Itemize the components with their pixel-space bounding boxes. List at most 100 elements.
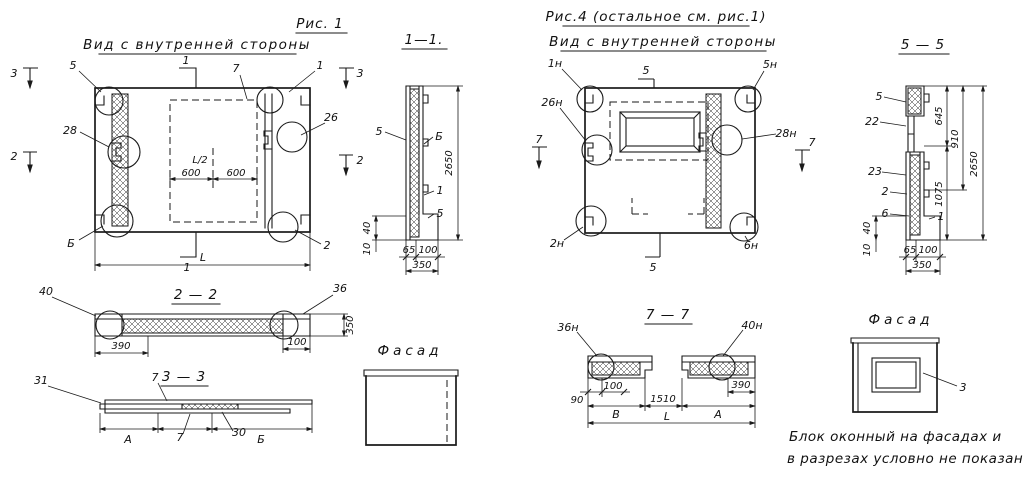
mid-joints: [111, 130, 273, 162]
section-3-3-title: 3 — 3: [162, 369, 206, 385]
dim-350: 350: [345, 315, 356, 334]
detail-circle: [581, 134, 613, 166]
section-5-5-title: 5 — 5: [901, 37, 945, 53]
right-rib: [264, 93, 273, 229]
callout-3: 3: [960, 381, 967, 394]
detail-circle: [276, 121, 308, 153]
callout-28: 28: [63, 124, 77, 137]
fig4-header: Рис.4 (остальное см. рис.1) Вид с внутре…: [546, 9, 777, 52]
callout-b: Б: [67, 237, 75, 250]
right-hatch: [689, 361, 749, 376]
callout-leaders: [78, 70, 326, 245]
callout-7-bottom: 7: [177, 431, 184, 444]
insulation-hatch: [181, 403, 239, 410]
detail-circle: [587, 353, 615, 381]
detail-circle: [107, 135, 141, 169]
dim-ticks: [902, 253, 944, 261]
dim-a: А: [123, 433, 132, 446]
opening-dashed: [169, 99, 258, 223]
dim-ticks: [584, 388, 628, 396]
facade-outline: [852, 342, 938, 413]
note-line-2: в разрезах условно не показан: [787, 451, 1023, 467]
callout-leaders: [559, 68, 777, 242]
callout-leaders: [879, 96, 936, 220]
cut1-label-bottom: 1: [184, 261, 191, 274]
detail-circle: [256, 86, 284, 114]
dim-390: 390: [731, 380, 750, 391]
dim-10: 10: [362, 243, 373, 256]
callout-2: 2: [882, 185, 889, 198]
fig1-plan-view: 600 600 L/2 5 7 1 28 26 Б 2 3 3 2 2 1 1 …: [11, 54, 364, 274]
dim-v: В: [612, 408, 620, 421]
facade-window-inner: [875, 361, 917, 389]
cut2-label-left: 2: [11, 150, 18, 163]
facade-top-band: [850, 337, 940, 344]
callout-2n: 2н: [550, 237, 564, 250]
dim-350-ext: [310, 313, 348, 337]
section-7-7-title: 7 — 7: [646, 307, 690, 323]
left-hatch: [591, 361, 641, 376]
dim-65: 65: [403, 245, 416, 256]
fig4-section-7-7: 7 — 7 36н 40н 90 100 390 В 1510 А L: [557, 307, 763, 428]
top-hook: [923, 93, 930, 103]
callout-1: 1: [317, 59, 324, 72]
wall-top-block: [905, 85, 925, 117]
cut5-label-top: 5: [643, 64, 650, 77]
detail-circle: [269, 310, 299, 340]
footnote: Блок оконный на фасадах и в разрезах усл…: [787, 429, 1023, 467]
fig4-subtitle: Вид с внутренней стороны: [549, 34, 777, 50]
window-corner-marks: [619, 111, 701, 153]
joint-hooks: [422, 94, 429, 193]
opening-dashed: [609, 101, 709, 161]
facade-top-band: [363, 369, 459, 377]
fig1-title: Рис. 1: [296, 16, 344, 32]
dim-390: 390: [111, 341, 130, 352]
dim-2650: 2650: [969, 151, 980, 176]
mid-joints: [584, 132, 707, 162]
window-opening-outer: [619, 111, 701, 153]
detail-circle: [576, 85, 604, 113]
fig1-header: Рис. 1 Вид с внутренней стороны: [83, 16, 348, 55]
window-opening-inner: [625, 117, 695, 147]
cut7-label-left: 7: [536, 133, 543, 146]
corner-joints: [584, 94, 756, 226]
callout-leaders: [576, 329, 744, 357]
cut1-marks: [179, 67, 197, 258]
dim-600-a: 600: [181, 168, 200, 179]
callout-5-top: 5: [376, 125, 383, 138]
dim-10: 10: [862, 244, 873, 257]
callout-26n: 26н: [541, 96, 562, 109]
cut2-label-right: 2: [357, 154, 364, 167]
callout-28n: 28н: [775, 127, 796, 140]
insulation-hatch: [121, 318, 284, 334]
fig1-subtitle: Вид с внутренней стороны: [83, 37, 311, 53]
panel-outline: [94, 87, 311, 233]
dim-65: 65: [904, 245, 917, 256]
fig1-section-1-1: 1—1. 5 Б 1 5 2650 40 10 65 100 350: [362, 32, 463, 275]
facade-title: Фасад: [869, 312, 934, 328]
callout-1: 1: [437, 184, 444, 197]
callout-leaders: [47, 382, 234, 435]
fig1-section-3-3: 3 — 3 31 7 7 30 А Б: [34, 369, 313, 446]
dim-total-l: L: [664, 410, 670, 423]
callout-31: 31: [34, 374, 48, 387]
callout-leader: [922, 372, 958, 387]
dim-b: Б: [257, 433, 265, 446]
note-line-1: Блок оконный на фасадах и: [789, 429, 1002, 445]
cut-mark-bars: [23, 67, 354, 156]
dim-half-l: L/2: [192, 155, 207, 166]
insulation-hatch: [409, 88, 420, 238]
detail-circle: [95, 310, 125, 340]
top-hatch: [907, 87, 922, 115]
detail-circle: [711, 124, 743, 156]
callout-36: 36: [333, 282, 347, 295]
fig4-facade: Фасад 3: [850, 312, 967, 413]
callout-26: 26: [324, 111, 338, 124]
dim-1075: 1075: [934, 181, 945, 206]
callout-5: 5: [876, 90, 883, 103]
callout-2: 2: [324, 239, 331, 252]
dim-l-ext: [587, 411, 756, 428]
callout-7: 7: [233, 62, 240, 75]
callout-7-top: 7: [152, 371, 159, 384]
dim-100: 100: [603, 381, 622, 392]
